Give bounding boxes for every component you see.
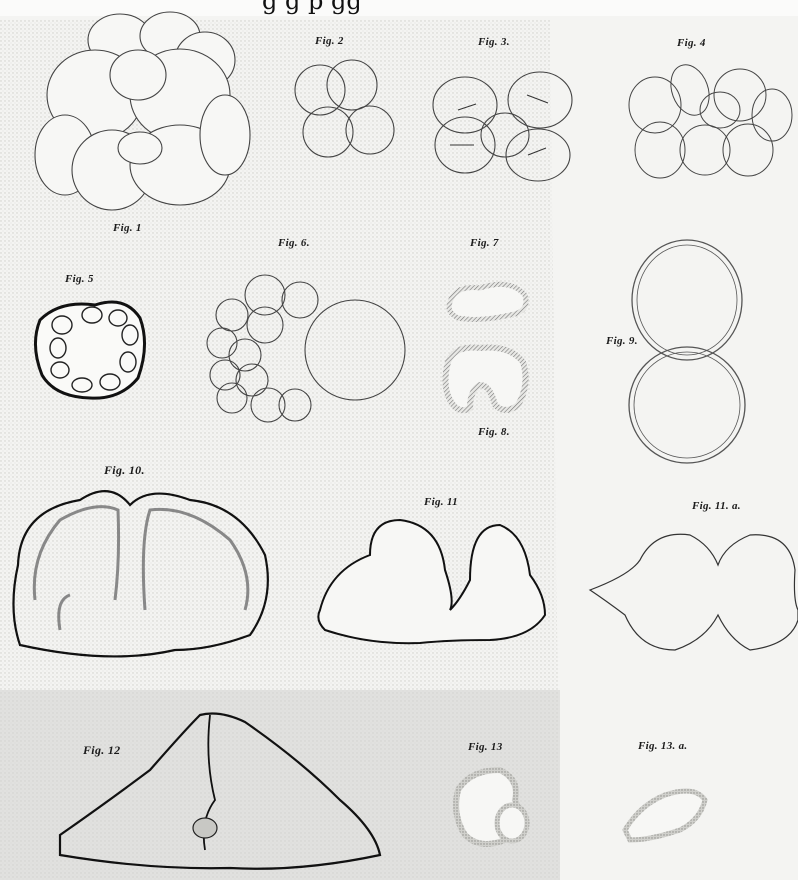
- fig2-label: Fig. 2: [315, 35, 344, 47]
- fig10-label: Fig. 10.: [104, 463, 145, 478]
- fig3-label: Fig. 3.: [478, 36, 510, 48]
- fig7-outline: [449, 284, 526, 319]
- fig1-label: Fig. 1: [113, 222, 142, 234]
- fig11-label: Fig. 11: [424, 496, 458, 508]
- fig13a-label: Fig. 13. a.: [638, 740, 687, 752]
- fig13-label: Fig. 13: [468, 741, 503, 753]
- fig13-outline: [456, 770, 527, 844]
- fig4-cells: [629, 59, 792, 178]
- fig9-label: Fig. 9.: [606, 335, 638, 347]
- fig5-section: [35, 302, 144, 398]
- fig9-outline: [629, 240, 745, 463]
- fig4-label: Fig. 4: [677, 37, 706, 49]
- fig8-label: Fig. 8.: [478, 426, 510, 438]
- fig6-label: Fig. 6.: [278, 237, 310, 249]
- fig7-label: Fig. 7: [470, 237, 499, 249]
- fig11a-label: Fig. 11. a.: [692, 500, 741, 512]
- fig12-label: Fig. 12: [83, 743, 120, 758]
- fig5-label: Fig. 5: [65, 273, 94, 285]
- fig13a-outline: [625, 791, 705, 840]
- fig11a-outline: [590, 534, 798, 650]
